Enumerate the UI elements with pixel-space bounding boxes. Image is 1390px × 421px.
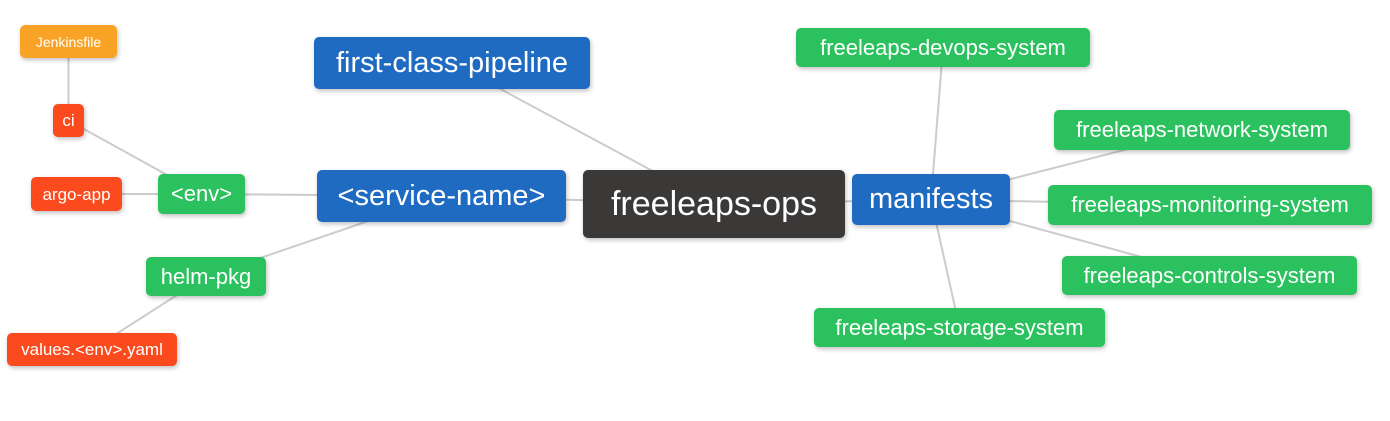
node-freeleaps-devops-system-label: freeleaps-devops-system bbox=[820, 34, 1066, 60]
node-freeleaps-monitoring-system-label: freeleaps-monitoring-system bbox=[1071, 192, 1349, 217]
node-ci[interactable]: ci bbox=[53, 104, 84, 137]
node-freeleaps-storage-system-label: freeleaps-storage-system bbox=[835, 314, 1084, 340]
node-service-name-label: <service-name> bbox=[337, 179, 546, 212]
node-jenkinsfile[interactable]: Jenkinsfile bbox=[20, 25, 117, 58]
node-first-class-pipeline-label: first-class-pipeline bbox=[335, 46, 569, 79]
node-jenkinsfile-label: Jenkinsfile bbox=[35, 33, 102, 50]
node-freeleaps-controls-system[interactable]: freeleaps-controls-system bbox=[1062, 256, 1357, 295]
node-freeleaps-devops-system[interactable]: freeleaps-devops-system bbox=[796, 28, 1090, 67]
node-env[interactable]: <env> bbox=[158, 174, 245, 214]
node-freeleaps-monitoring-system[interactable]: freeleaps-monitoring-system bbox=[1048, 185, 1372, 225]
node-values-env-yaml[interactable]: values.<env>.yaml bbox=[7, 333, 177, 366]
node-argo-app[interactable]: argo-app bbox=[31, 177, 122, 211]
node-freeleaps-storage-system[interactable]: freeleaps-storage-system bbox=[814, 308, 1105, 347]
node-freeleaps-controls-system-label: freeleaps-controls-system bbox=[1083, 262, 1336, 288]
node-root-freeleaps-ops[interactable]: freeleaps-ops bbox=[583, 170, 845, 238]
node-freeleaps-network-system[interactable]: freeleaps-network-system bbox=[1054, 110, 1350, 150]
node-values-env-yaml-label: values.<env>.yaml bbox=[21, 340, 163, 359]
node-first-class-pipeline[interactable]: first-class-pipeline bbox=[314, 37, 590, 89]
node-root-freeleaps-ops-label: freeleaps-ops bbox=[610, 185, 817, 223]
node-ci-label: ci bbox=[62, 111, 75, 130]
node-helm-pkg[interactable]: helm-pkg bbox=[146, 257, 266, 296]
node-env-label: <env> bbox=[170, 181, 233, 206]
node-manifests-label: manifests bbox=[868, 183, 994, 215]
node-helm-pkg-label: helm-pkg bbox=[160, 263, 252, 289]
node-service-name[interactable]: <service-name> bbox=[317, 170, 566, 222]
node-freeleaps-network-system-label: freeleaps-network-system bbox=[1076, 117, 1328, 142]
node-argo-app-label: argo-app bbox=[42, 184, 111, 204]
node-manifests[interactable]: manifests bbox=[852, 174, 1010, 225]
